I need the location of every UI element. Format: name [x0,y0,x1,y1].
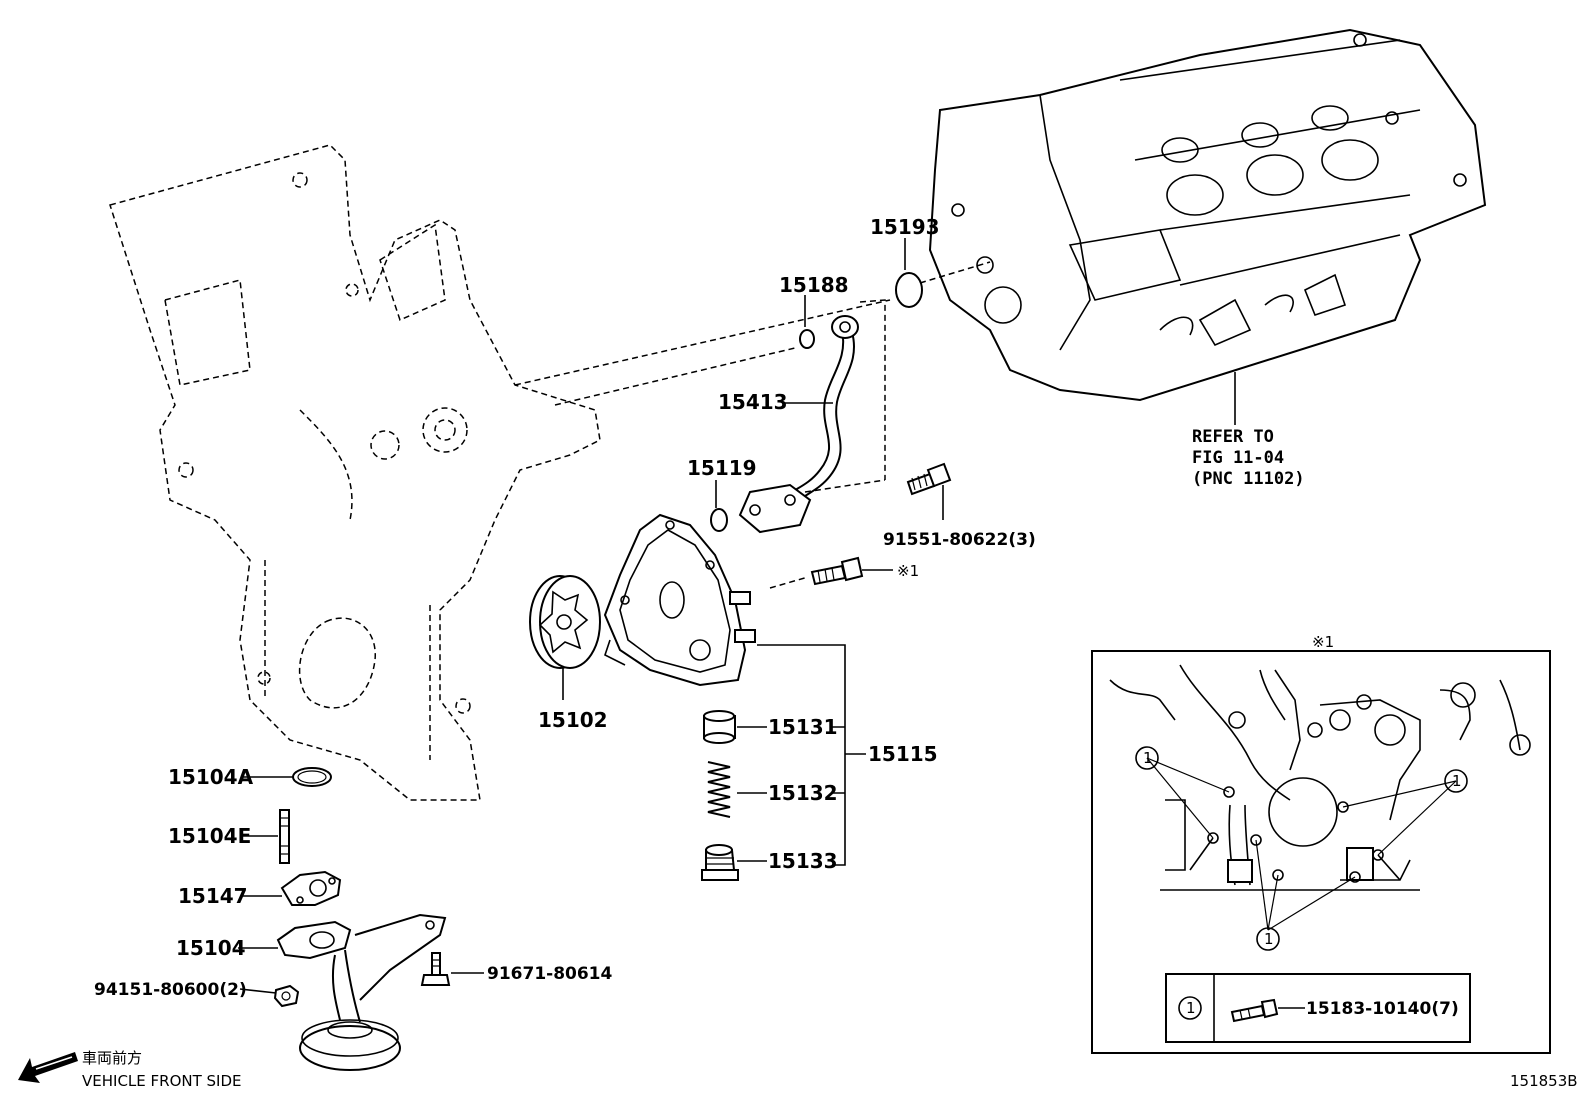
label-15115: 15115 [868,742,938,766]
bolt-91671 [420,952,451,986]
inset-callout-b: 1 [1452,772,1462,790]
front-arrow [18,1052,78,1083]
inset-frame [1091,650,1551,1054]
bolt-note1 [810,556,864,586]
inset-engine-view [1109,664,1531,891]
label-15102: 15102 [538,708,608,732]
inset-callout-circle-b [1444,769,1468,793]
inset-legend-key: 1 [1186,999,1196,1017]
reference-line2: FIG 11-04 [1192,448,1284,468]
relief-valve-15131 [703,710,736,744]
label-15131: 15131 [768,715,838,739]
inset-callout-circle-a [1135,746,1159,770]
stud-15104E [279,809,290,864]
oring-15193 [895,272,923,308]
inset-callout-leaders [1146,757,1457,931]
bracket-15115 [757,644,866,866]
oring-15188 [799,329,815,349]
label-15147: 15147 [178,884,248,908]
label-15132: 15132 [768,781,838,805]
cylinder-block [928,28,1487,402]
timing-cover [109,144,601,801]
label-15193: 15193 [870,215,940,239]
inset-legend-bolt [1230,998,1279,1023]
label-91551: 91551-80622(3) [883,530,1036,550]
figure-id: 151853B [1510,1072,1578,1090]
direction-en: VEHICLE FRONT SIDE [82,1072,242,1090]
oil-pipe-15413 [738,315,859,534]
inset-title: ※1 [1312,633,1334,651]
assembly-dash-lines [514,261,991,589]
label-15188: 15188 [779,273,849,297]
inset-legend-circle [1178,996,1202,1020]
label-91671: 91671-80614 [487,964,613,984]
inset-callout-c: 1 [1264,930,1274,948]
label-15104A: 15104A [168,765,254,789]
label-15119: 15119 [687,456,757,480]
reference-line3: (PNC 11102) [1192,469,1305,489]
bolt-91551 [906,462,952,496]
oring-15119 [710,508,728,532]
label-15413: 15413 [718,390,788,414]
leader-94151 [239,988,277,994]
label-15133: 15133 [768,849,838,873]
label-15104E: 15104E [168,824,251,848]
spring-15132 [707,761,731,818]
inset-legend-box [1165,973,1471,1043]
nut-94151 [273,984,300,1008]
label-94151: 94151-80600(2) [94,980,247,1000]
inset-callout-a: 1 [1143,749,1153,767]
inset-callout-circle-c [1256,927,1280,951]
direction-jp: 車両前方 [82,1049,142,1067]
inset-legend-part: 15183-10140(7) [1306,999,1459,1019]
label-note-mark: ※1 [897,562,919,580]
oil-pump-body-15115 [603,513,756,687]
rotor-15102 [529,575,601,669]
strainer-15104 [276,913,447,1071]
reference-line1: REFER TO [1192,427,1274,447]
plug-15133 [701,844,739,881]
gasket-15147 [280,870,342,906]
label-15104: 15104 [176,936,246,960]
